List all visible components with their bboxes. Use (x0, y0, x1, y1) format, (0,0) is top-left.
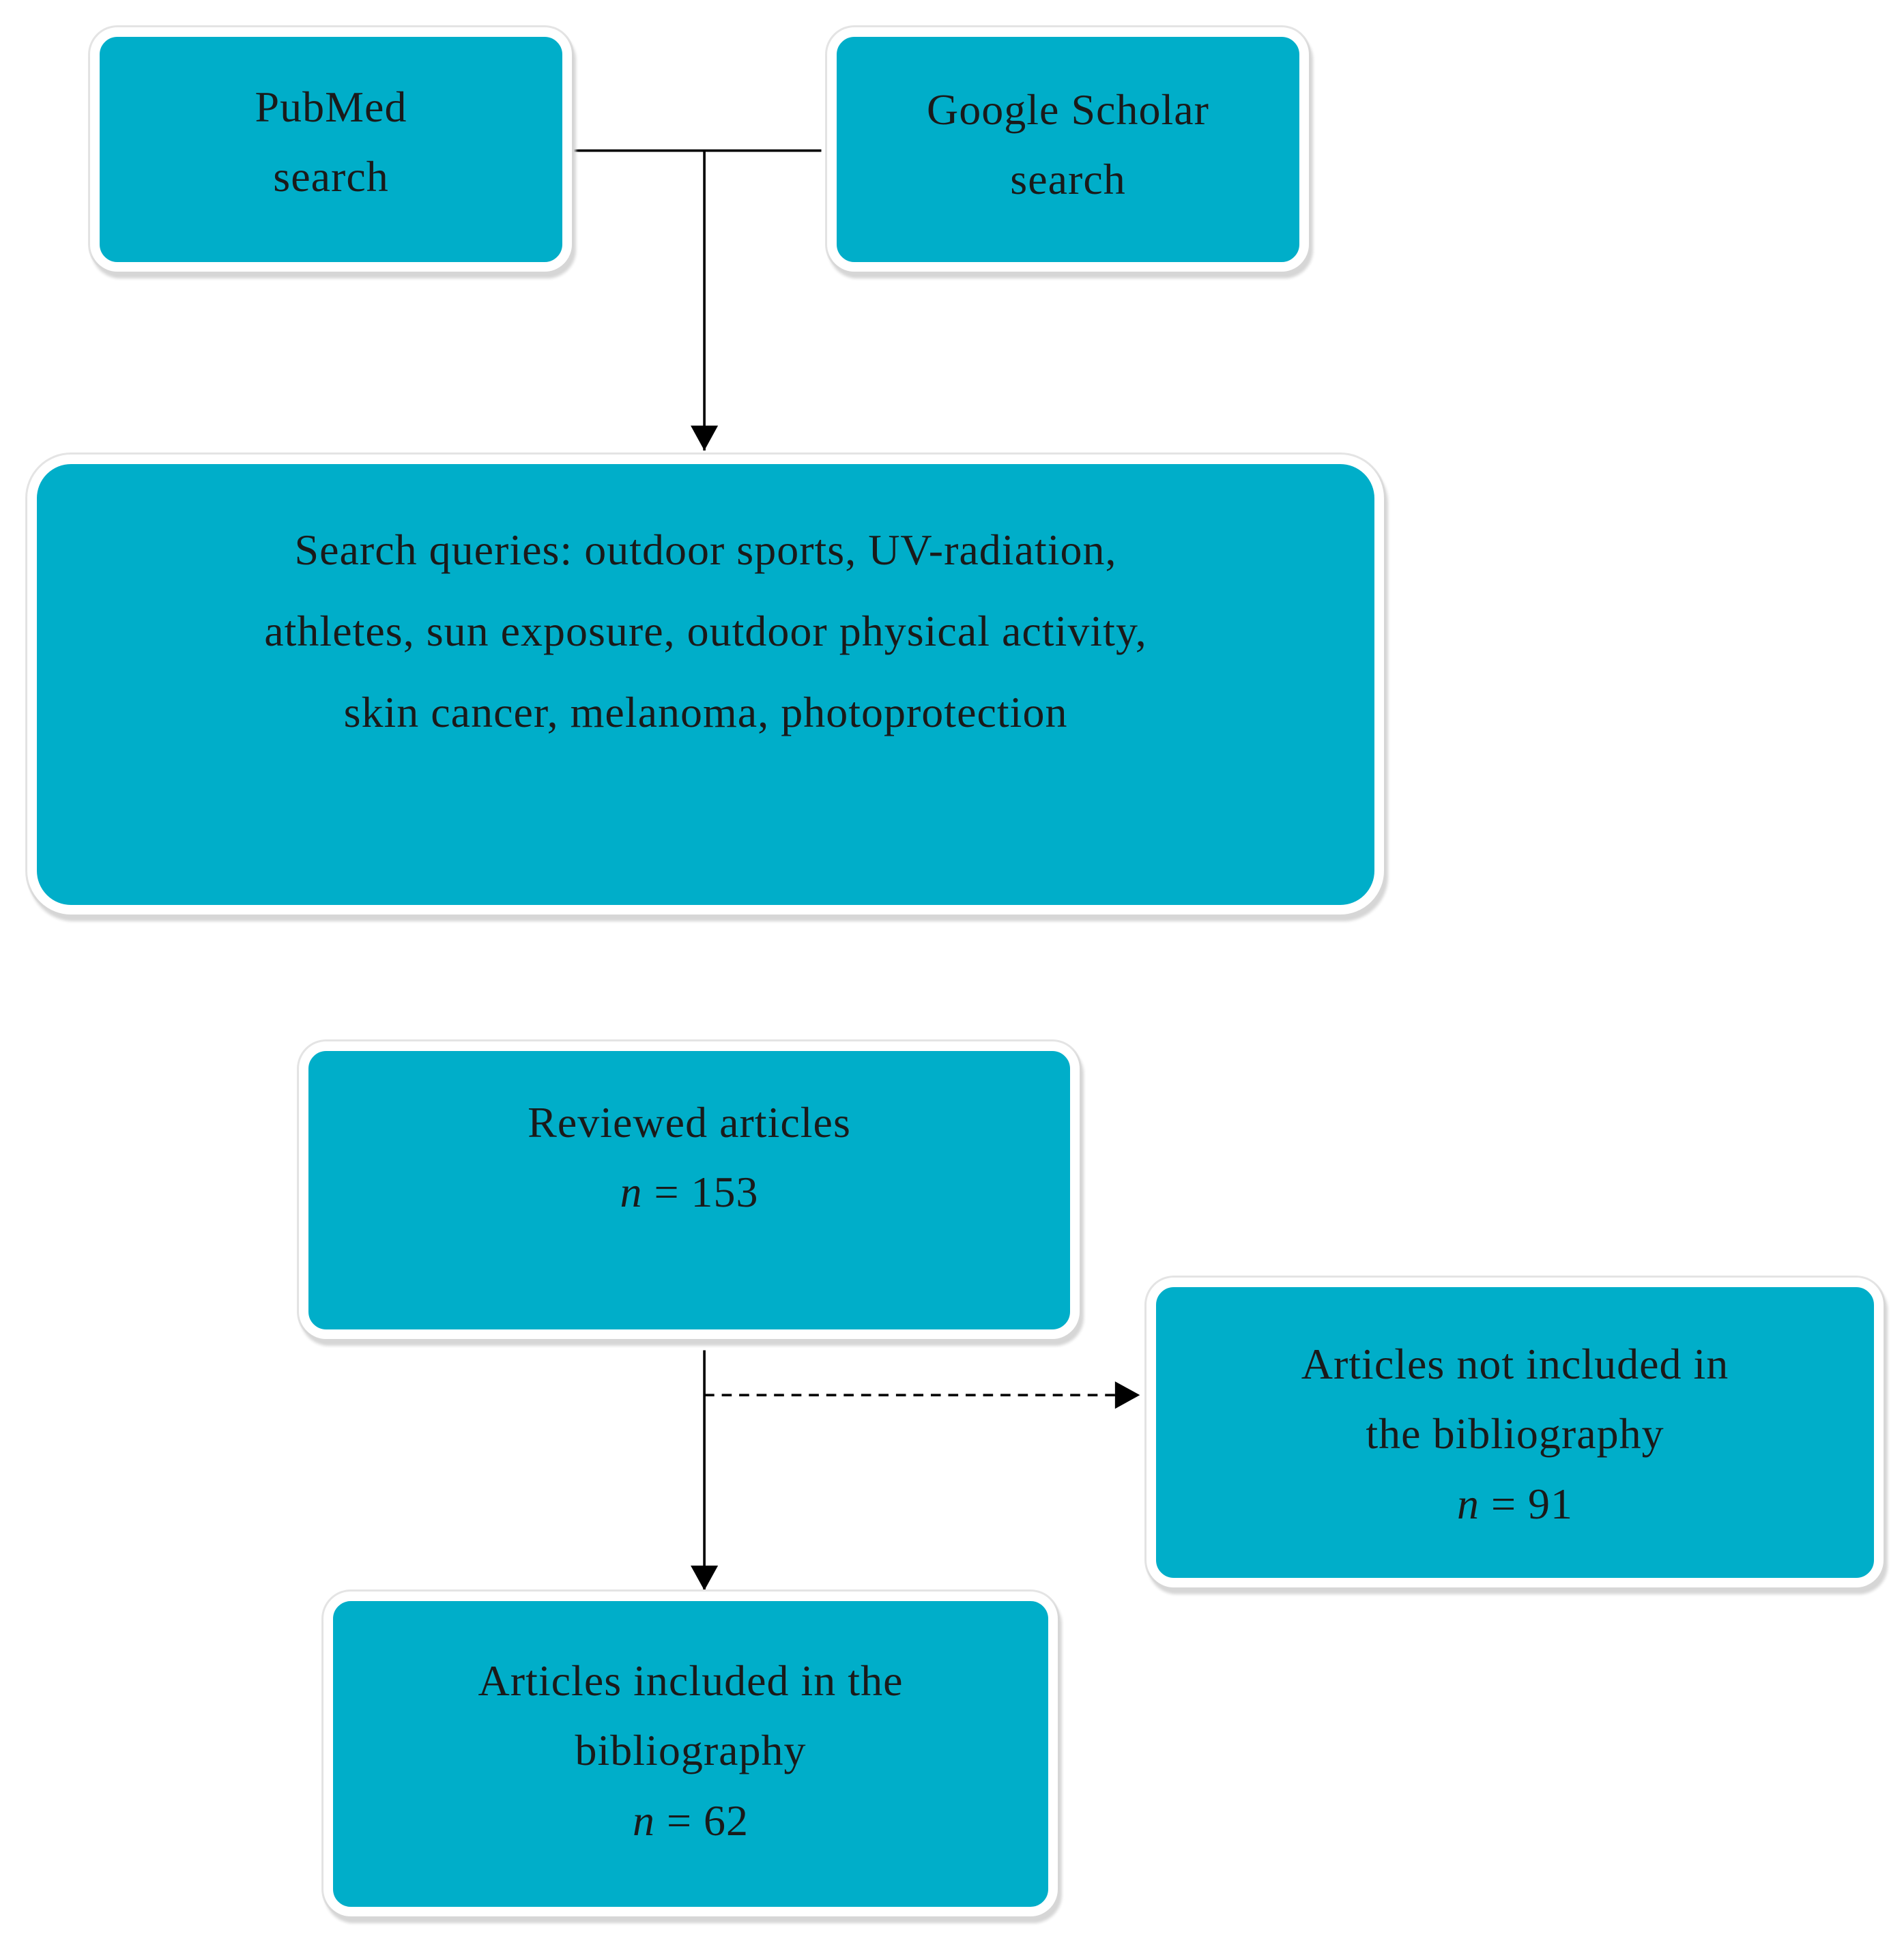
excluded-line-1: Articles not included in (1301, 1340, 1729, 1388)
included-count: n = 62 (333, 1786, 1048, 1856)
excluded-articles-box: Articles not included in the bibliograph… (1146, 1278, 1884, 1587)
arrowhead-to-excluded (1114, 1381, 1140, 1409)
reviewed-articles-box: Reviewed articles n = 153 (299, 1041, 1080, 1339)
arrowhead-to-queries (691, 425, 719, 451)
included-n-symbol: n (632, 1796, 655, 1845)
reviewed-n-value: = 153 (654, 1168, 759, 1217)
excluded-count: n = 91 (1156, 1469, 1874, 1539)
reviewed-n-symbol: n (620, 1168, 643, 1217)
included-articles-box: Articles included in the bibliography n … (323, 1592, 1058, 1916)
included-line-2: bibliography (575, 1726, 807, 1775)
queries-line-3: skin cancer, melanoma, photoprotection (343, 688, 1068, 737)
pubmed-search-label: search (273, 152, 389, 201)
search-queries-box: Search queries: outdoor sports, UV-radia… (27, 455, 1384, 915)
google-scholar-search-box: Google Scholar search (827, 27, 1309, 272)
reviewed-label: Reviewed articles (528, 1098, 851, 1147)
excluded-n-symbol: n (1456, 1479, 1480, 1528)
arrowhead-to-included (691, 1565, 719, 1591)
google-search-label: search (1010, 155, 1126, 204)
google-scholar-label: Google Scholar (927, 85, 1209, 134)
pubmed-label: PubMed (255, 83, 407, 131)
included-n-value: = 62 (666, 1796, 749, 1845)
queries-line-2: athletes, sun exposure, outdoor physical… (264, 607, 1147, 656)
reviewed-count: n = 153 (308, 1157, 1070, 1227)
included-line-1: Articles included in the (478, 1656, 904, 1705)
excluded-line-2: the bibliography (1366, 1409, 1664, 1458)
excluded-n-value: = 91 (1490, 1479, 1574, 1528)
queries-line-1: Search queries: outdoor sports, UV-radia… (294, 526, 1117, 574)
pubmed-search-box: PubMed search (90, 27, 572, 272)
